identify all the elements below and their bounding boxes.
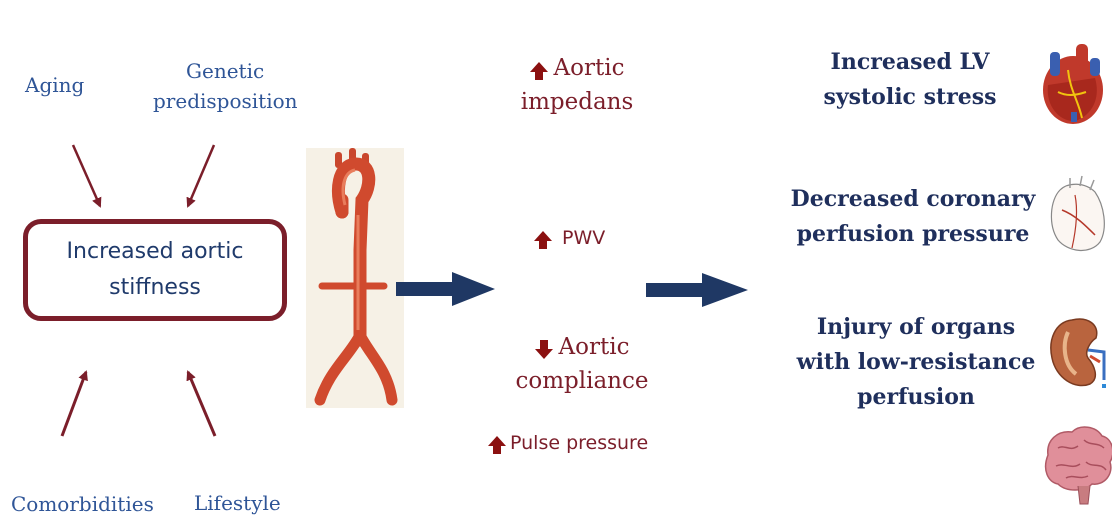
arrow-lifestyle (188, 372, 215, 436)
mechanism-pulse-pressure: Pulse pressure (488, 432, 648, 454)
factor-lifestyle: Lifestyle (194, 491, 281, 515)
mechanism-compliance-line2: compliance (482, 364, 682, 398)
consequence-organ-injury: Injury of organs with low-resistance per… (796, 310, 1036, 415)
brain-icon (1046, 427, 1112, 504)
down-arrow-icon (535, 349, 553, 359)
consequence-coronary-line1: Decreased coronary (790, 182, 1036, 217)
factor-comorbidities: Comorbidities (11, 492, 154, 516)
factor-genetic-line1: Genetic (186, 59, 264, 83)
mechanism-impedance-line1: Aortic (554, 55, 625, 81)
mechanism-impedance-line2: impedans (486, 85, 668, 119)
central-box-increased-aortic-stiffness: Increased aortic stiffness (23, 219, 287, 321)
up-arrow-icon (530, 62, 548, 72)
consequence-organs-line1: Injury of organs (796, 310, 1036, 345)
up-arrow-icon (534, 231, 552, 241)
consequence-lv-line1: Increased LV (800, 45, 1020, 80)
arrow-genetic (188, 145, 214, 206)
consequence-organs-line3: perfusion (796, 380, 1036, 415)
central-box-line1: Increased aortic (67, 239, 244, 264)
flow-arrow-1 (396, 272, 495, 306)
mechanism-aortic-impedance: Aortic impedans (486, 51, 668, 119)
mechanism-compliance-line1: Aortic (559, 334, 630, 360)
consequence-organs-line2: with low-resistance (796, 345, 1036, 380)
mechanism-aortic-compliance: Aortic compliance (482, 330, 682, 398)
consequence-coronary-line2: perfusion pressure (790, 217, 1036, 252)
consequence-lv-stress: Increased LV systolic stress (800, 45, 1020, 115)
central-box-line2: stiffness (109, 275, 201, 300)
mechanism-pwv: PWV (534, 227, 605, 249)
factor-genetic-line2: predisposition (153, 89, 298, 113)
heart-sketch-icon (1051, 176, 1104, 250)
arrow-comorbidities (62, 372, 86, 436)
mechanism-pulse-pressure-label: Pulse pressure (510, 432, 648, 454)
flow-arrow-2 (646, 273, 748, 307)
factor-aging: Aging (25, 73, 84, 97)
kidney-icon (1051, 319, 1106, 388)
aorta-illustration (306, 148, 404, 408)
consequence-lv-line2: systolic stress (800, 80, 1020, 115)
mechanism-pwv-label: PWV (562, 227, 605, 249)
heart-icon (1043, 44, 1103, 124)
consequence-coronary-perfusion: Decreased coronary perfusion pressure (790, 182, 1036, 252)
arrow-aging (73, 145, 100, 206)
up-arrow-icon (488, 436, 506, 446)
